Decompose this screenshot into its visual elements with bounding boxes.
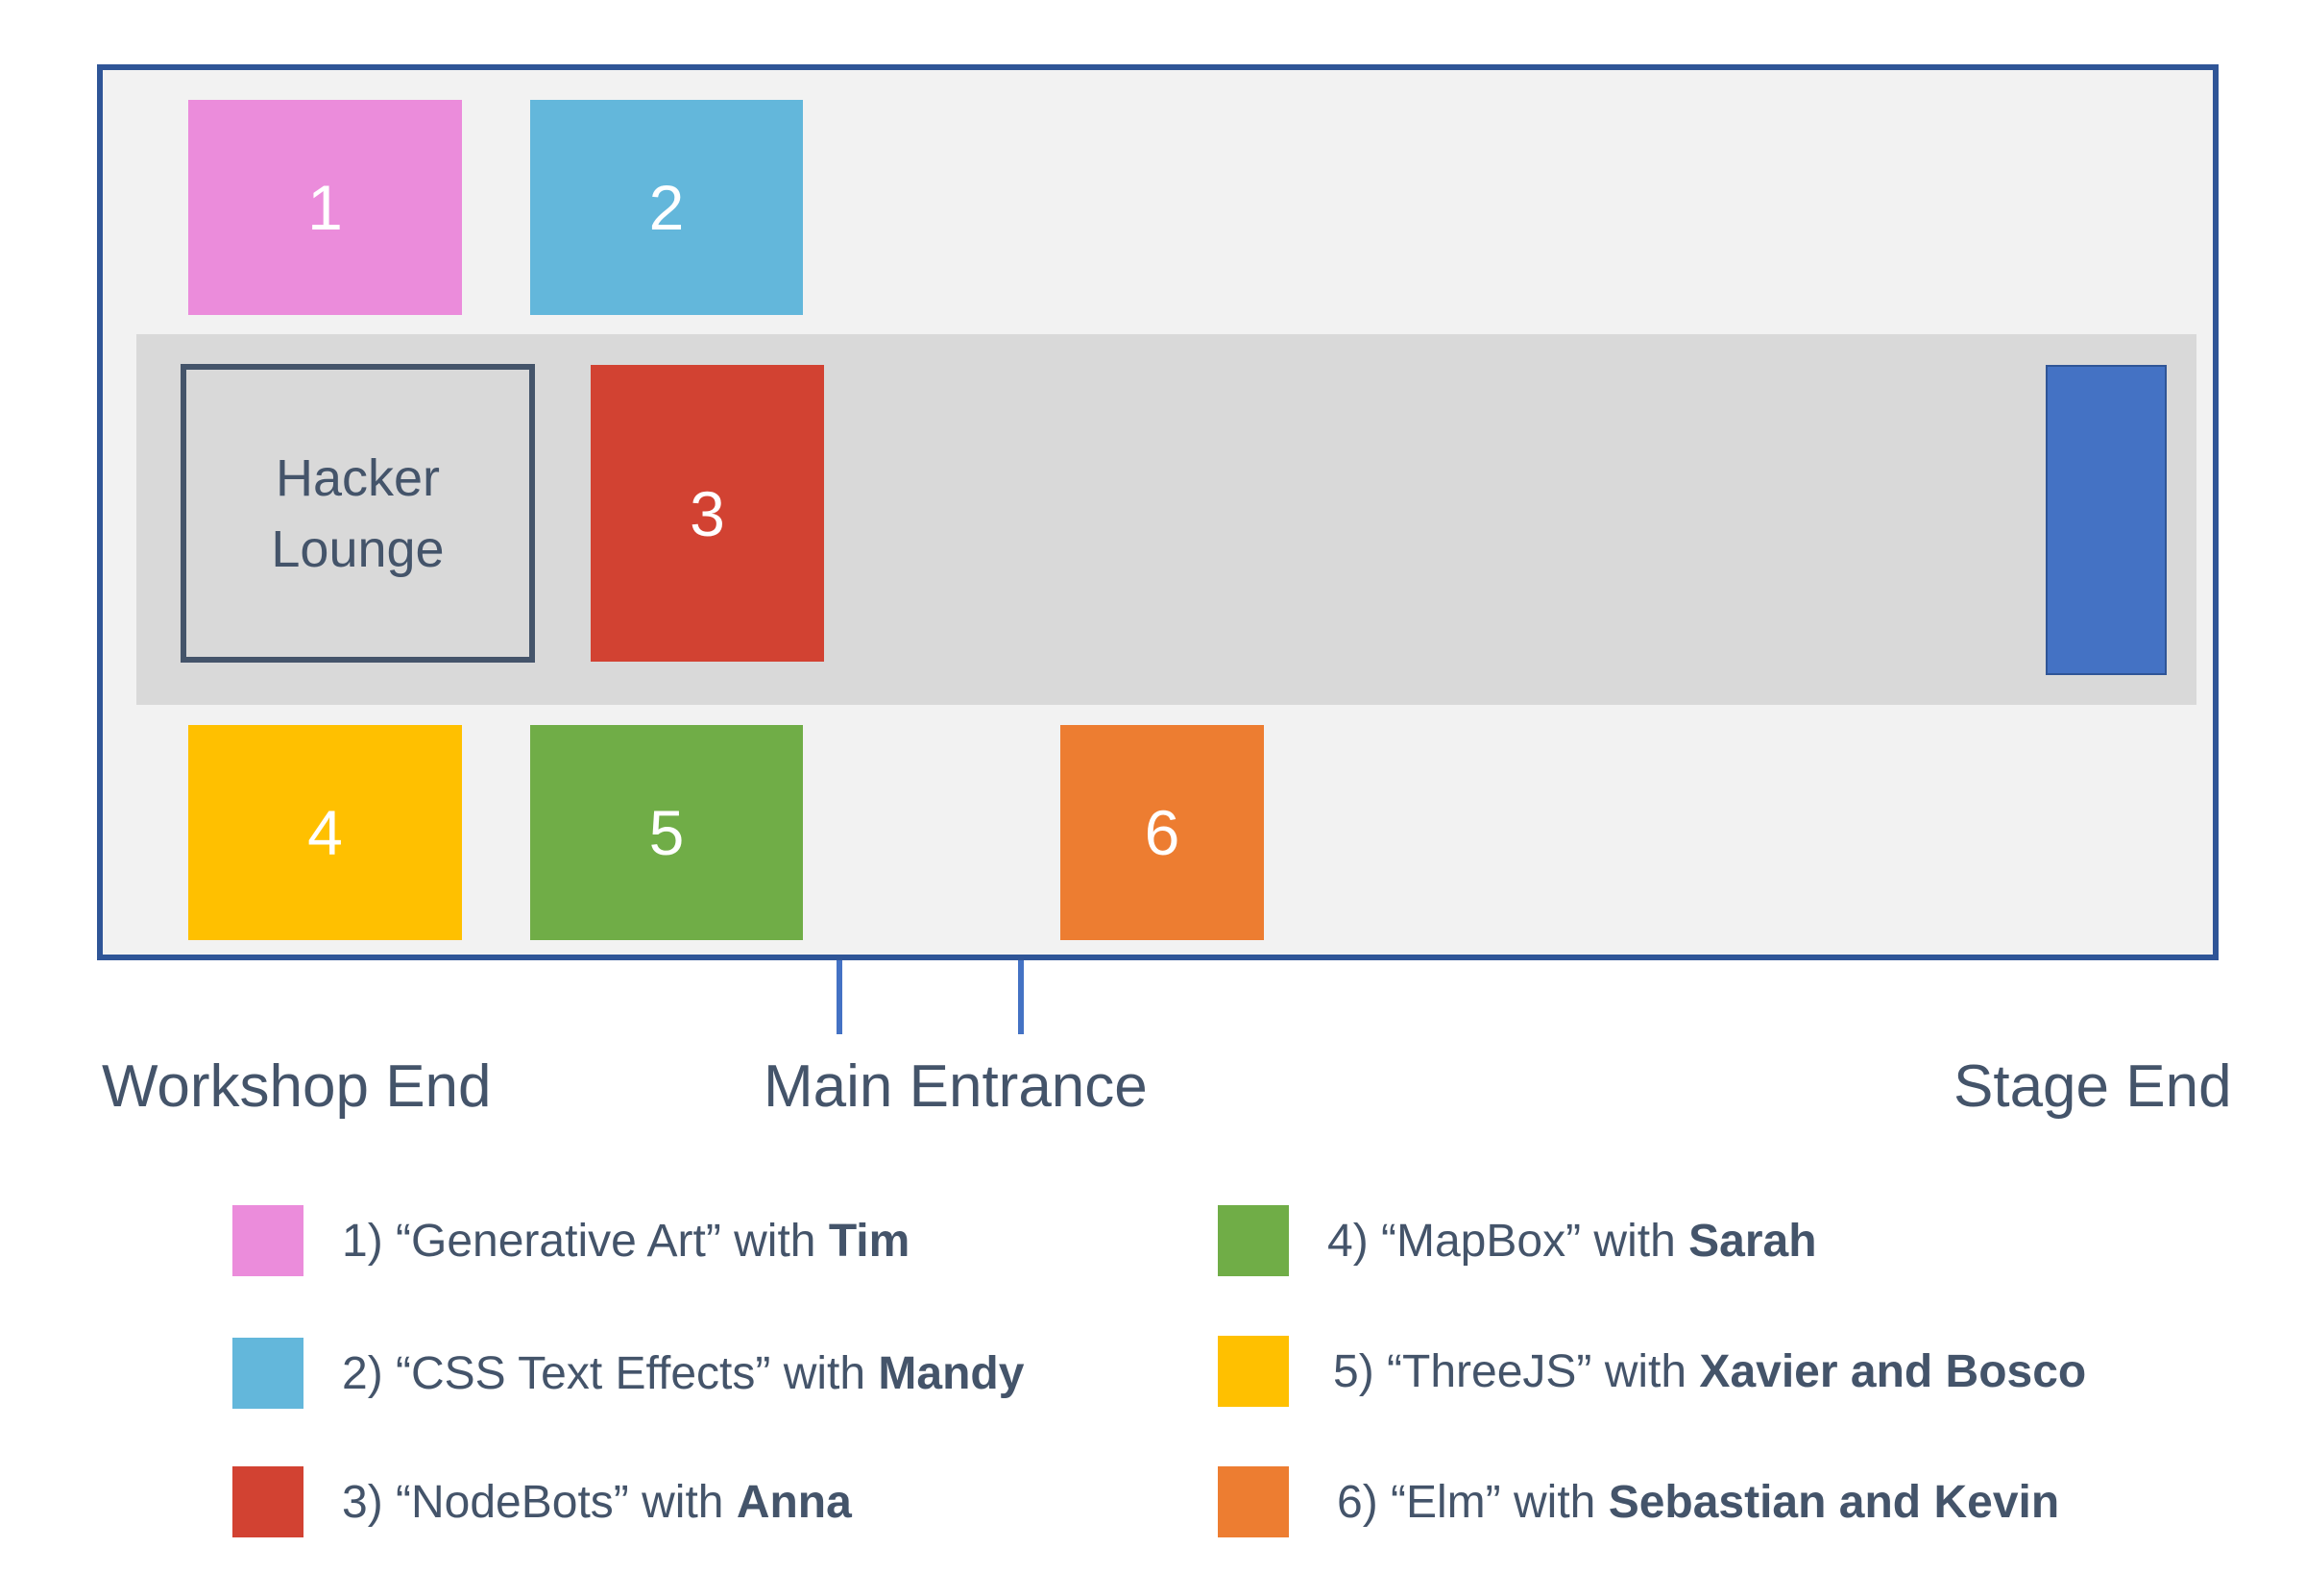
booth-3: 3 xyxy=(591,365,824,662)
booth-5: 5 xyxy=(530,725,803,940)
legend-talk: 5) “ThreeJS” with xyxy=(1333,1345,1700,1397)
legend-item: 4) “MapBox” with Sarah xyxy=(1218,1204,1817,1277)
hacker-lounge-line-2: Lounge xyxy=(271,520,445,578)
legend-talk: 4) “MapBox” with xyxy=(1327,1215,1689,1267)
legend-talk: 6) “Elm” with xyxy=(1337,1476,1609,1528)
legend-talk: 2) “CSS Text Effects” with xyxy=(342,1347,879,1399)
booth-1-number: 1 xyxy=(307,172,343,243)
legend-swatch xyxy=(1218,1336,1289,1407)
booth-2-number: 2 xyxy=(648,172,685,243)
legend-host: Xavier and Bosco xyxy=(1699,1345,2087,1397)
stage xyxy=(2046,365,2167,675)
entrance-door-left-marker xyxy=(837,960,842,1034)
hacker-lounge-line-1: Hacker xyxy=(275,448,441,507)
legend-text: 4) “MapBox” with Sarah xyxy=(1327,1215,1817,1268)
legend-talk: 1) “Generative Art” with xyxy=(342,1215,829,1267)
legend-text: 1) “Generative Art” with Tim xyxy=(342,1215,910,1268)
legend-host: Mandy xyxy=(878,1347,1025,1399)
main-entrance-label: Main Entrance xyxy=(764,1053,1148,1120)
legend-swatch xyxy=(232,1466,303,1537)
legend-swatch xyxy=(1218,1466,1289,1537)
booth-1: 1 xyxy=(188,100,462,315)
booth-6: 6 xyxy=(1060,725,1264,940)
booth-3-number: 3 xyxy=(690,477,725,549)
legend-text: 2) “CSS Text Effects” with Mandy xyxy=(342,1347,1024,1400)
legend-talk: 3) “NodeBots” with xyxy=(342,1476,737,1528)
legend-text: 6) “Elm” with Sebastian and Kevin xyxy=(1337,1476,2059,1529)
legend-host: Tim xyxy=(828,1215,910,1267)
legend-host: Anna xyxy=(736,1476,852,1528)
stage-end-label: Stage End xyxy=(1953,1053,2232,1120)
central-corridor xyxy=(136,334,2196,705)
booth-6-number: 6 xyxy=(1144,797,1180,868)
booth-5-number: 5 xyxy=(648,797,685,868)
workshop-end-label: Workshop End xyxy=(102,1053,492,1120)
legend-item: 6) “Elm” with Sebastian and Kevin xyxy=(1218,1465,2059,1538)
booth-2: 2 xyxy=(530,100,803,315)
booth-4: 4 xyxy=(188,725,462,940)
legend-item: 5) “ThreeJS” with Xavier and Bosco xyxy=(1218,1335,2086,1408)
booth-4-number: 4 xyxy=(307,797,343,868)
legend-item: 1) “Generative Art” with Tim xyxy=(232,1204,910,1277)
legend-text: 3) “NodeBots” with Anna xyxy=(342,1476,852,1529)
legend-swatch xyxy=(232,1338,303,1409)
legend-host: Sarah xyxy=(1688,1215,1817,1267)
legend-host: Sebastian and Kevin xyxy=(1608,1476,2060,1528)
entrance-door-right-marker xyxy=(1018,960,1024,1034)
legend-swatch xyxy=(1218,1205,1289,1276)
legend-item: 3) “NodeBots” with Anna xyxy=(232,1465,852,1538)
legend-swatch xyxy=(232,1205,303,1276)
legend-item: 2) “CSS Text Effects” with Mandy xyxy=(232,1337,1024,1410)
hacker-lounge: Hacker Lounge xyxy=(181,364,535,663)
legend-text: 5) “ThreeJS” with Xavier and Bosco xyxy=(1333,1345,2086,1398)
